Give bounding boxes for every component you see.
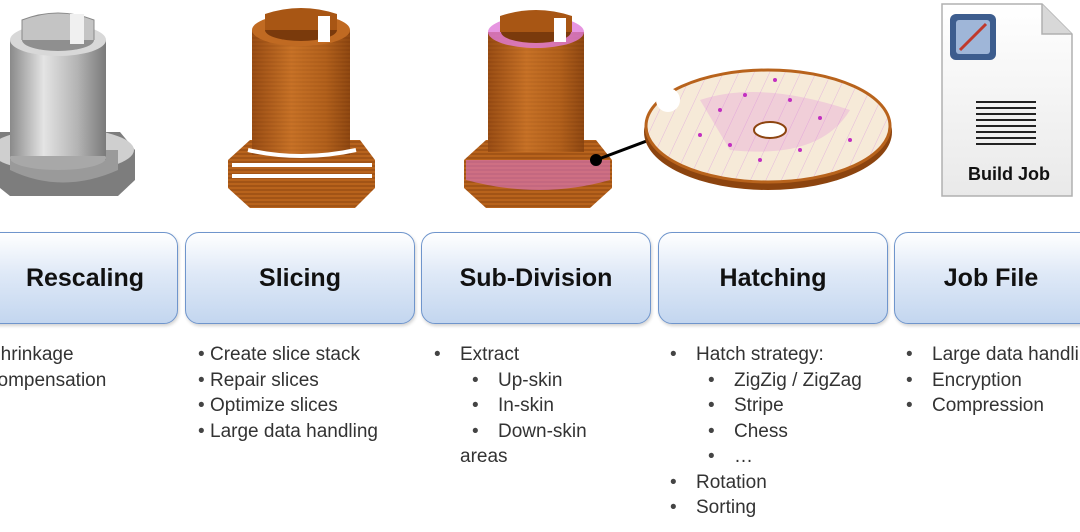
list-item: •Optimize slices — [198, 395, 338, 416]
list-item: •Large data handling — [198, 420, 378, 442]
sub-division-details: •Extract •Up-skin •In-skin •Down-skin ar… — [434, 342, 587, 470]
list-item: •Rotation — [670, 471, 767, 493]
list-item: •Extract — [434, 344, 520, 365]
step-rescaling: Rescaling — [0, 232, 178, 324]
step-hatching: Hatching — [658, 232, 888, 324]
job-file-details: •Large data handling •Encryption •Compre… — [906, 342, 1080, 419]
list-item: •Create slice stack — [198, 344, 360, 365]
list-item: •Large data handling — [906, 344, 1080, 365]
list-item: areas — [460, 446, 508, 467]
step-title: Slicing — [259, 263, 341, 292]
step-job-file: Job File — [894, 232, 1080, 324]
list-item: •Encryption — [906, 369, 1022, 391]
hatching-details: •Hatch strategy: •ZigZig / ZigZag •Strip… — [670, 342, 862, 521]
step-sub-division: Sub-Division — [421, 232, 651, 324]
list-item: •Compression — [906, 395, 1044, 416]
hatched-layer-icon — [644, 68, 892, 190]
list-item: compensation — [0, 369, 107, 391]
step-title: Hatching — [719, 263, 827, 292]
illustrations — [0, 3, 1073, 208]
list-item: •Up-skin — [472, 369, 563, 391]
list-item: •Stripe — [708, 395, 784, 416]
step-slicing: Slicing — [185, 232, 415, 324]
list-item: •Down-skin — [472, 420, 587, 442]
step-title: Sub-Division — [459, 263, 613, 292]
step-title: Rescaling — [25, 263, 145, 292]
step-title: Job File — [943, 263, 1039, 292]
list-item: •In-skin — [472, 395, 554, 416]
list-item: •Hatch strategy: — [670, 344, 824, 365]
slicing-details: •Create slice stack •Repair slices •Opti… — [198, 342, 378, 444]
list-item: •… — [708, 446, 753, 467]
list-item: •Chess — [708, 420, 788, 442]
rescaling-details: Shrinkage compensation — [0, 342, 170, 393]
build-job-label: Build Job — [968, 164, 1050, 184]
sliced-part-icon — [228, 8, 375, 208]
list-item: Shrinkage — [0, 344, 74, 365]
subdivided-part-icon — [464, 10, 612, 208]
list-item: •Repair slices — [198, 369, 319, 391]
list-item: •ZigZig / ZigZag — [708, 369, 862, 391]
job-file-document-icon — [941, 3, 1073, 197]
gray-part-icon — [0, 12, 135, 196]
list-item: •Sorting — [670, 497, 757, 518]
